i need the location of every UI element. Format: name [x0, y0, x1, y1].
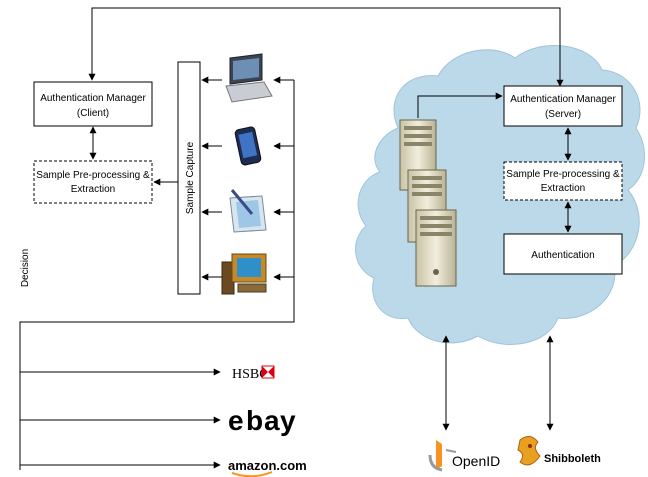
ebay-logo-b: b	[246, 405, 263, 436]
openid-logo: OpenID	[428, 440, 500, 472]
client-auth-manager-box: Authentication Manager (Client)	[33, 81, 153, 127]
sample-capture-label: Sample Capture	[185, 141, 196, 214]
tablet-pen-icon	[229, 189, 267, 233]
server-auth-manager-subtitle: (Server)	[545, 109, 581, 120]
smartphone-icon	[234, 126, 262, 166]
hsbc-logo-text: HSBC	[232, 367, 269, 382]
ebay-logo-e: e	[228, 405, 244, 436]
server-authentication-box: Authentication	[503, 233, 623, 275]
amazon-logo: amazon.com	[228, 458, 307, 477]
server-auth-to-servers-connector	[417, 92, 503, 118]
server-auth-manager-box: Authentication Manager (Server)	[503, 85, 623, 127]
amazon-logo-text: amazon.com	[228, 458, 307, 473]
server-preprocessing-subtitle: Extraction	[541, 183, 585, 194]
ebay-logo-y: y	[280, 405, 296, 436]
laptop-icon	[225, 53, 273, 103]
server-preprocessing-title: Sample Pre-processing &	[506, 169, 620, 180]
ebay-logo-a: a	[264, 405, 280, 436]
client-preprocessing-box: Sample Pre-processing & Extraction	[33, 160, 153, 204]
client-preprocessing-subtitle: Extraction	[71, 184, 115, 195]
server-auth-manager-title: Authentication Manager	[510, 94, 616, 105]
server-authentication-label: Authentication	[531, 250, 594, 261]
shibboleth-text: Shibboleth	[544, 453, 601, 465]
server-stack-icon	[399, 119, 457, 287]
decision-label: Decision	[20, 249, 31, 287]
client-auth-manager-subtitle: (Client)	[77, 108, 109, 119]
ebay-logo: e b a y	[228, 405, 296, 436]
server-preprocessing-box: Sample Pre-processing & Extraction	[503, 161, 623, 201]
openid-icon	[428, 440, 457, 472]
shibboleth-logo: Shibboleth	[517, 436, 601, 466]
client-preprocessing-title: Sample Pre-processing &	[36, 170, 150, 181]
hsbc-hexagon-icon	[261, 365, 275, 379]
decision-output-arrows	[20, 368, 221, 469]
sample-capture-box: Sample Capture	[177, 61, 201, 295]
hsbc-logo: HSBC	[232, 365, 275, 382]
device-arrows	[201, 76, 222, 281]
openid-text: OpenID	[452, 453, 500, 469]
desktop-computer-icon	[221, 253, 267, 295]
client-auth-manager-title: Authentication Manager	[40, 93, 146, 104]
shibboleth-dragon-icon	[517, 436, 541, 466]
device-feeder-line	[19, 76, 295, 470]
top-connector	[88, 7, 564, 87]
